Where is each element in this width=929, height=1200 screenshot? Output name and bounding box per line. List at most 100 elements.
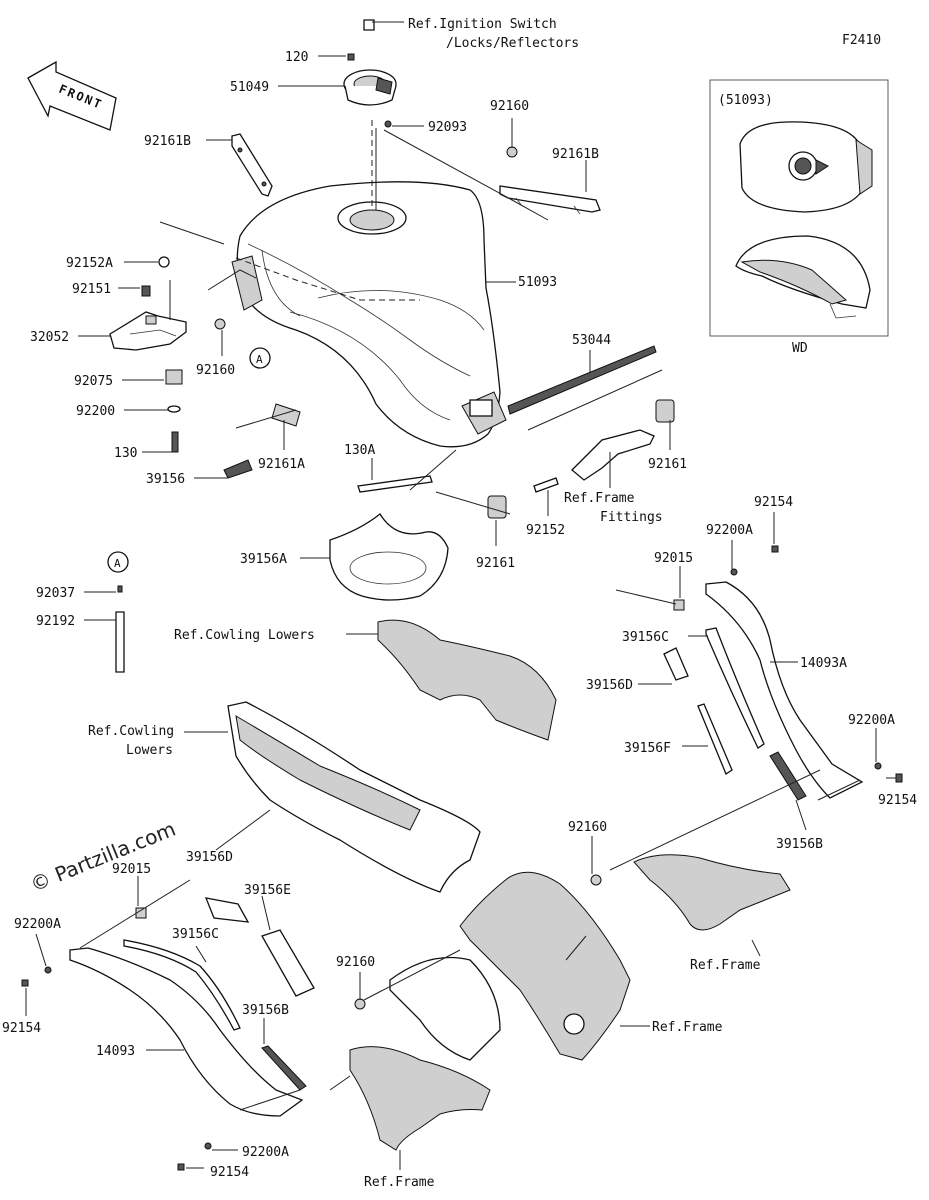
bolt-130a-icon [357,475,433,493]
svg-text:A: A [256,353,263,366]
label-92154-top: 92154 [754,495,793,510]
callout-a-top: A [249,347,271,369]
label-92161-mid: 92161 [476,556,515,571]
pad-39156d-left [204,897,250,923]
damper-92161b-right [499,185,601,215]
label-92015-left: 92015 [112,862,151,877]
label-ref-cowling2-1: Ref.Cowling [88,724,174,739]
label-92015-top: 92015 [654,551,693,566]
label-130a: 130A [344,443,375,458]
watermark: © Partzilla.com [27,817,179,897]
label-120: 120 [285,50,308,65]
label-92152a: 92152A [66,256,113,271]
label-ref-frame-right: Ref.Frame [690,958,761,973]
collar-92015-left-icon [135,907,147,919]
bolt-92154-left-icon [21,979,29,987]
label-39156b-left: 39156B [242,1003,289,1018]
label-92192: 92192 [36,614,75,629]
label-92200: 92200 [76,404,115,419]
damper-92161-mid-icon [487,495,507,519]
leader-lines [25,21,896,1170]
side-cover-14093 [69,947,304,1117]
label-92037: 92037 [36,586,75,601]
label-ref-frame-bottom: Ref.Frame [364,1175,435,1190]
grommet-92160-mid-icon [214,318,226,330]
label-92154-right: 92154 [878,793,917,808]
damper-92161b-left [231,133,273,197]
cover-39156a [329,513,449,601]
bolt-130-icon [171,431,179,453]
label-ref-frame-fittings-1: Ref.Frame [564,491,635,506]
bolt-92154-top-icon [771,545,779,553]
side-cover-14093a [705,581,864,799]
label-32052: 32052 [30,330,69,345]
label-39156c-right: 39156C [622,630,669,645]
label-92200a-top: 92200A [706,523,753,538]
inset-title: (51093) [718,93,773,108]
label-51093: 51093 [518,275,557,290]
label-ref-ignition-1: Ref.Ignition Switch [408,17,557,32]
collar-92152-icon [533,477,559,493]
label-39156d-left: 39156D [186,850,233,865]
label-92200a-left: 92200A [14,917,61,932]
label-51049: 51049 [230,80,269,95]
cowling-lower-ref-top [377,619,557,741]
grommet-92093-icon [384,120,392,128]
label-92160-top: 92160 [490,99,529,114]
damper-92075-icon [165,369,183,385]
label-ref-cowling2-2: Lowers [126,743,173,758]
label-ref-ignition-2: /Locks/Reflectors [446,36,579,51]
label-92161a: 92161A [258,457,305,472]
washer-92200-icon [167,405,181,413]
label-92151: 92151 [72,282,111,297]
collar-92152a-icon [158,256,170,268]
frame-ref-bottom [349,1046,491,1151]
pad-39156b-left [261,1045,307,1091]
label-92200a-bottom: 92200A [242,1145,289,1160]
label-39156c-left: 39156C [172,927,219,942]
frame-ref-mid [459,871,631,1061]
bracket-32052 [109,311,187,351]
grommet-92160-left-icon [354,998,366,1010]
fuel-tank [231,120,507,448]
label-92154-bottom: 92154 [210,1165,249,1180]
label-39156: 39156 [146,472,185,487]
label-92161b-right: 92161B [552,147,599,162]
label-ref-frame-fittings-2: Fittings [600,510,663,525]
label-92093: 92093 [428,120,467,135]
part-labels: Ref.Ignition Switch /Locks/Reflectors 12… [2,17,917,1190]
label-92075: 92075 [74,374,113,389]
label-39156f: 39156F [624,741,671,756]
inset-caption: WD [792,341,808,356]
bolt-92151-icon [141,285,151,297]
label-39156d-right: 39156D [586,678,633,693]
seal-53044 [507,345,657,415]
label-92154-left: 92154 [2,1021,41,1036]
label-92160-lower: 92160 [568,820,607,835]
svg-text:A: A [114,557,121,570]
label-14093a: 14093A [800,656,847,671]
frame-ref-center [389,956,501,1061]
label-14093: 14093 [96,1044,135,1059]
label-92160-mid: 92160 [196,363,235,378]
screw-120-icon [347,53,355,61]
pad-39156-icon [223,459,253,479]
bolt-92154-right-icon [895,773,903,783]
pin-92037-icon [117,585,123,593]
callout-a-left: A [107,551,129,573]
label-53044: 53044 [572,333,611,348]
label-92161b-left: 92161B [144,134,191,149]
label-92152: 92152 [526,523,565,538]
bolt-92154-bottom-icon [177,1163,185,1171]
grommet-92160-top-icon [506,146,518,158]
fuel-cap-51049 [343,69,397,106]
pad-39156c-right [705,627,765,749]
inset-box: (51093) WD [709,79,889,356]
pad-39156c-left [123,939,241,1031]
label-39156a: 39156A [240,552,287,567]
frame-ref-right [633,854,791,931]
pad-39156e [261,929,315,997]
figure-code: F2410 [842,33,881,48]
damper-92161-right-icon [655,399,675,423]
